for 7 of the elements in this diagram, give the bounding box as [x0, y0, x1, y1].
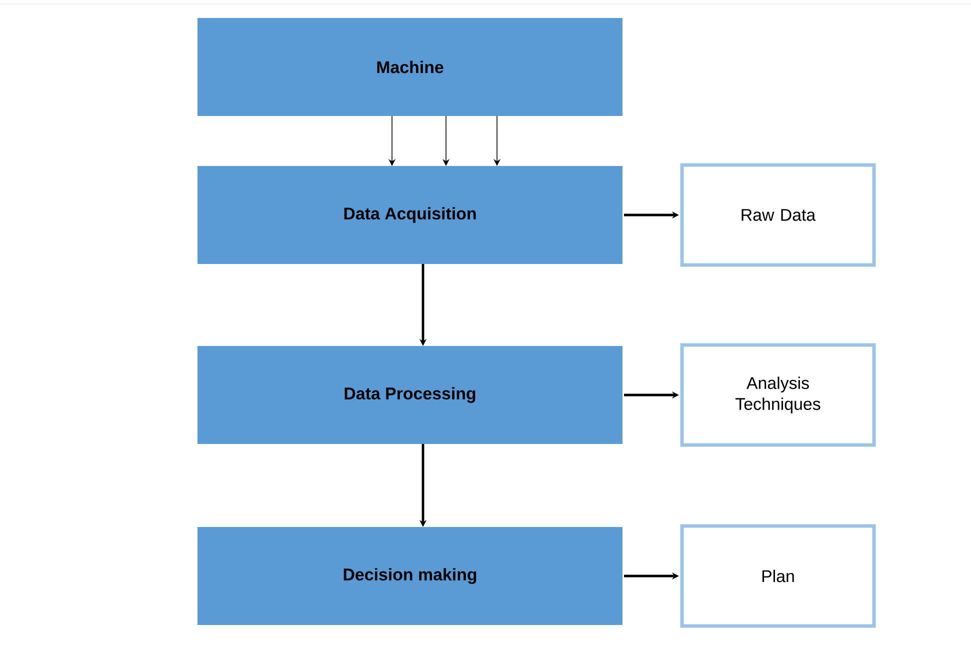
- output-box: Raw Data: [680, 163, 876, 267]
- process-box: Machine: [198, 18, 622, 116]
- process-box: Data Acquisition: [198, 166, 622, 264]
- process-box: Decision making: [198, 527, 622, 625]
- output-box: Analysis Techniques: [680, 343, 876, 447]
- process-box: Data Processing: [198, 346, 622, 444]
- output-box: Plan: [680, 524, 876, 628]
